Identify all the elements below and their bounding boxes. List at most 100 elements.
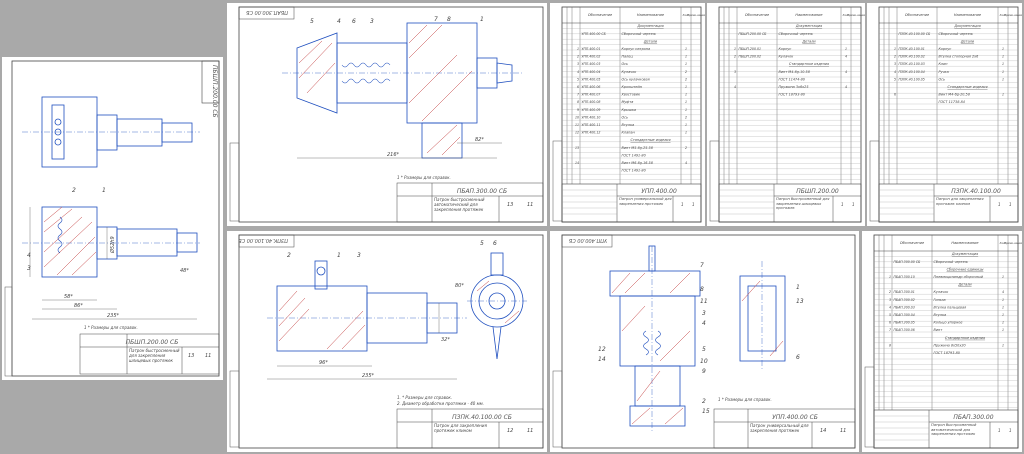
spec-row-qty: 1 xyxy=(1002,298,1004,302)
spec-row-name: Сборочный чертеж xyxy=(934,260,969,264)
spec-header-designation: Обозначение xyxy=(900,241,924,245)
spec-sheet-no: 1 xyxy=(681,202,684,207)
spec-row-pos: 4 xyxy=(734,85,736,89)
sheet-pbshp-assembly[interactable]: ПБШП.200.00 СБ xyxy=(2,57,223,380)
spec-row-pos: 4 xyxy=(894,70,896,74)
sheet1-note: 1 * Размеры для справок. xyxy=(84,325,138,330)
spec-row-pos: 13 xyxy=(575,146,579,150)
sheet-pzpk-assembly[interactable]: ПЗПК.40.100.00 СБ 96* 23 xyxy=(227,231,547,452)
spec-row-name: Сборочный чертеж xyxy=(779,32,814,36)
spec-header-qty: Кол. xyxy=(683,13,690,17)
sheet6-sheets-total: 11 xyxy=(527,428,533,434)
spec-row-pos: 2 xyxy=(894,55,896,59)
sheet2-top-stamp: ПБАП.300.00 СБ xyxy=(245,9,288,15)
spec-row-designation: ПБАП.300.00 СБ xyxy=(894,260,922,264)
spec-row-pos: 5 xyxy=(577,77,579,81)
spec-row-pos: 3 xyxy=(734,70,736,74)
spec-stamp: ПЗПК.40.100.00 xyxy=(951,188,1001,195)
spec-row-name: ГОСТ 11738-84 xyxy=(939,100,965,104)
sheet2-sheets-total: 11 xyxy=(527,202,533,208)
sheet7-label-4: 4 xyxy=(702,320,706,327)
spec-row-designation: УПП.400.12 xyxy=(582,131,601,135)
spec-row-name: Клин xyxy=(939,62,949,66)
spec-row-name: ГОСТ 1491-80 xyxy=(622,153,646,157)
spec-row-pos: 9 xyxy=(577,108,579,112)
spec-row-designation: ПБАП.300.06 xyxy=(894,328,915,332)
spec-row-name: Гильза xyxy=(934,298,946,302)
spec-row-qty: 1 xyxy=(685,100,687,104)
spec-row-pos: 1 xyxy=(894,47,896,51)
spec-row-designation: ПБАП.300.01 xyxy=(894,290,915,294)
spec-row-pos: 6 xyxy=(577,85,579,89)
sheet7-sheets-total: 11 xyxy=(840,428,846,434)
spec-row-name: Детали xyxy=(957,283,972,287)
spec-row-qty: 2 xyxy=(685,115,687,119)
spec-row-qty: 1 xyxy=(845,47,847,51)
spec-row-pos: 5 xyxy=(889,313,891,317)
spec-row-designation: ПЗПК.40.100.05 xyxy=(899,77,925,81)
spec-row-qty: 1 xyxy=(685,62,687,66)
sheet7-label-5: 5 xyxy=(702,346,706,353)
spec-row-name: Стандартные изделия xyxy=(947,85,987,89)
spec-row-qty: 2 xyxy=(685,77,687,81)
sheet-upp-assembly[interactable]: УПП.400.00 СБ 7 8 11 3 4 5 xyxy=(550,231,859,452)
sheet1-dim-dia: Ø52h9 xyxy=(109,236,116,254)
spec-row-qty: 1 xyxy=(1002,70,1004,74)
spec-row-name: Винт М4-6g-10.58 xyxy=(779,70,811,74)
sheet2-label-5: 5 xyxy=(310,18,314,25)
sheet2-note: 1 * Размеры для справок. xyxy=(397,175,451,180)
spec-row-name: Втулка xyxy=(622,123,635,127)
sheet7-stamp: УПП.400.00 СБ xyxy=(772,414,818,421)
spec-row-pos: 2 xyxy=(734,55,736,59)
sheet7-label-3: 3 xyxy=(702,310,706,317)
spec-header-note: Приме-чание xyxy=(847,13,865,17)
spec-row-name: Кольцо упорное xyxy=(934,321,963,325)
sheet1-dim-58: 58* xyxy=(64,294,73,300)
spec-header-note: Приме-чание xyxy=(1004,241,1022,245)
spec-row-name: Ось xyxy=(622,115,629,119)
sheet2-label-7: 7 xyxy=(434,16,438,23)
sheet2-label-8: 8 xyxy=(447,16,451,23)
spec-row-pos: 3 xyxy=(889,298,891,302)
spec-row-qty: 2 xyxy=(685,70,687,74)
spec-stamp: ПБШП.200.00 xyxy=(796,188,839,195)
sheet6-note2: 2. Диаметр обработки протяжки - 40 мм. xyxy=(397,401,484,406)
spec-row-pos: 8 xyxy=(889,343,891,347)
spec-row-qty: 4 xyxy=(845,85,847,89)
sheet6-label-1: 1 xyxy=(337,252,341,259)
spec-row-name: ГОСТ 18793-80 xyxy=(779,93,805,97)
spec-row-designation: УПП.400.04 xyxy=(582,70,601,74)
sheet7-label-15: 15 xyxy=(702,408,710,415)
spec-row-name: Детали xyxy=(960,39,975,43)
sheet1-sheets-total: 11 xyxy=(205,353,211,359)
spec-row-name: Втулка пальцевая xyxy=(934,305,967,309)
spec-row-qty: 1 xyxy=(685,85,687,89)
spec-row-designation: ПБАП.300.04 xyxy=(894,313,915,317)
spec-row-qty: 1 xyxy=(1002,55,1004,59)
sheet6-label-2: 2 xyxy=(287,252,291,259)
spec-row-name: Ручка xyxy=(939,70,949,74)
spec-row-pos: 6 xyxy=(889,321,891,325)
spec-title: Патрон универсальный для закрепления про… xyxy=(619,197,672,206)
spec-row-name: Винт М5-6g-25.58 xyxy=(622,146,654,150)
spec-row-name: Ось xyxy=(939,77,946,81)
sheet6-dim-32: 32* xyxy=(441,337,450,343)
spec-row-name: Втулка xyxy=(934,313,947,317)
sheet-pbap-assembly[interactable]: ПБАП.300.00 СБ 216* 82* 5 xyxy=(227,3,547,226)
sheet7-label-13: 13 xyxy=(796,298,804,305)
sheet1-dim-86: 86* xyxy=(74,303,83,309)
sheet2-title: Патрон быстросменный автоматический для … xyxy=(434,197,485,212)
spec-row-pos: 2 xyxy=(889,290,891,294)
spec-title: Патрон для закрепления протяжек клином xyxy=(936,197,984,206)
spec-header-designation: Обозначение xyxy=(905,13,929,17)
sheet6-label-6: 6 xyxy=(493,240,497,247)
spec-row-name: Пружина 8х50х20 xyxy=(934,343,966,347)
spec-row-designation: ПБАП.300.02 xyxy=(894,298,915,302)
sheet2-sheet-no: 13 xyxy=(507,202,513,208)
sheet1-stamp: ПБШП.200.00 СБ xyxy=(126,339,179,346)
spec-header-note: Приме-чание xyxy=(687,13,705,17)
